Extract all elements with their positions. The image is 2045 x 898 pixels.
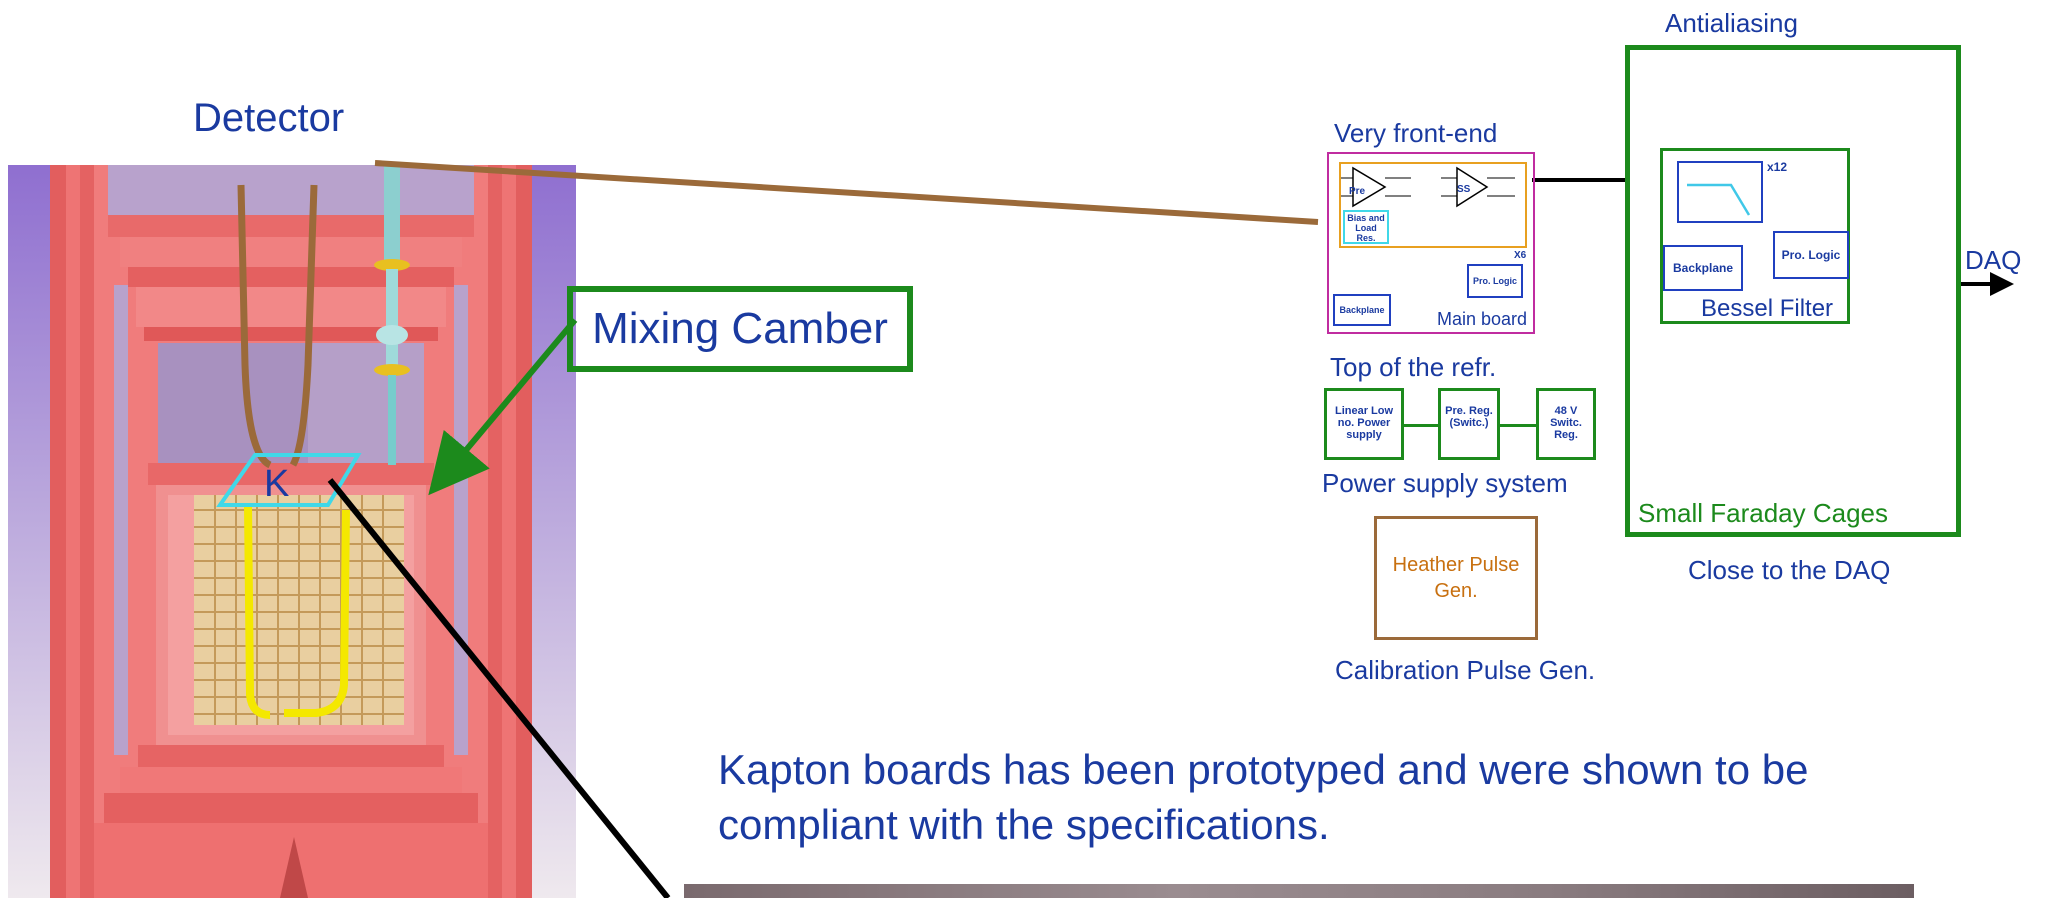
heather-pulse-box: Heather Pulse Gen.	[1374, 516, 1538, 640]
pre-amp-label: Pre	[1349, 186, 1366, 197]
bias-load-box: Bias and Load Res.	[1343, 210, 1389, 244]
mixing-chamber-label: Mixing Camber	[592, 304, 888, 353]
top-refr-title: Top of the refr.	[1330, 352, 1497, 382]
front-end-title: Very front-end	[1334, 118, 1498, 148]
antialiasing-title: Antialiasing	[1665, 8, 1798, 38]
filter-multiplier: x12	[1767, 160, 1788, 174]
power-connector-1	[1404, 424, 1438, 427]
pre-reg-box: Pre. Reg. (Switc.)	[1438, 388, 1500, 460]
power-connector-2	[1500, 424, 1536, 427]
brown-cable-line	[374, 160, 1319, 225]
filter-backplane: Backplane	[1663, 245, 1743, 291]
amplifier-schematic	[1341, 166, 1515, 208]
kapton-board-photo	[684, 884, 1914, 898]
ss-amp-label: SS	[1457, 184, 1471, 195]
kapton-pointer-line	[327, 478, 671, 898]
front-end-backplane: Backplane	[1333, 294, 1391, 326]
close-to-daq-label: Close to the DAQ	[1688, 555, 1891, 585]
heather-pulse-label: Heather Pulse Gen.	[1392, 554, 1520, 602]
filter-response-box	[1677, 161, 1763, 223]
lowpass-curve-icon	[1687, 183, 1751, 216]
filter-pro-logic: Pro. Logic	[1773, 231, 1849, 279]
daq-label: DAQ	[1965, 245, 2022, 275]
front-end-pro-logic: Pro. Logic	[1467, 264, 1523, 298]
linear-power-box: Linear Low no. Power supply	[1324, 388, 1404, 460]
faraday-cages-label: Small Faraday Cages	[1638, 498, 1888, 528]
mixing-chamber-arrow	[428, 318, 578, 496]
front-end-multiplier: X6	[1514, 250, 1527, 261]
calibration-caption: Calibration Pulse Gen.	[1335, 655, 1596, 685]
v48-reg-box: 48 V Switc. Reg.	[1536, 388, 1596, 460]
main-board-box: Pre SS Bias and Load Res. X6 Pro. Logic …	[1327, 152, 1535, 334]
main-board-label: Main board	[1437, 309, 1528, 329]
bessel-filter-box: x12 Pro. Logic Backplane Bessel Filter	[1660, 148, 1850, 324]
power-supply-title: Power supply system	[1322, 468, 1568, 498]
detector-title: Detector	[193, 96, 345, 140]
cryostat-illustration	[8, 165, 576, 898]
kapton-note: Kapton boards has been prototyped and we…	[718, 746, 1809, 848]
front-end-inner-box	[1339, 162, 1527, 248]
kapton-k-label: K	[264, 463, 290, 505]
faraday-cage-box: x12 Pro. Logic Backplane Bessel Filter S…	[1625, 45, 1961, 537]
bessel-filter-label: Bessel Filter	[1701, 295, 1834, 322]
